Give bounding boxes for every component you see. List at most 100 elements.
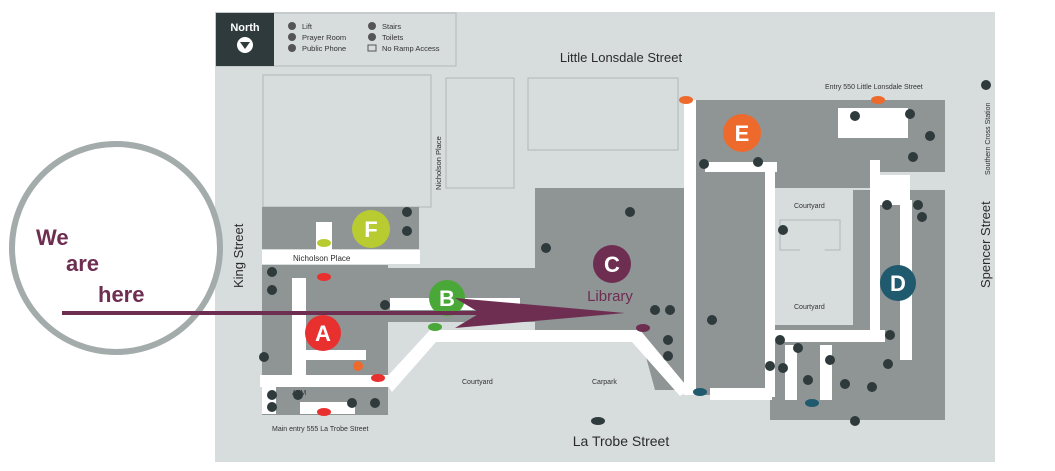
toilets-icon xyxy=(850,111,860,121)
building-badge-label: F xyxy=(364,217,377,242)
stairs-icon xyxy=(380,300,390,310)
entry-top-label: Entry 550 Little Lonsdale Street xyxy=(825,84,923,91)
building-badge-circle xyxy=(429,280,465,316)
phone-icon xyxy=(850,416,860,426)
legend-panel: North Lift Prayer Room Public Phone Stai… xyxy=(215,12,457,67)
entry-marker xyxy=(317,239,331,247)
entry-marker xyxy=(636,324,650,332)
toilets-icon xyxy=(402,207,412,217)
building-badge-label: D xyxy=(890,271,906,296)
legend-item-prayer: Prayer Room xyxy=(288,33,346,42)
entry-marker xyxy=(371,374,385,382)
toilets-icon xyxy=(368,33,376,41)
prayer-room-icon xyxy=(793,343,803,353)
stairs-icon xyxy=(778,225,788,235)
legend-item-stairs: Stairs xyxy=(368,22,401,31)
toilets-icon xyxy=(917,212,927,222)
stairs-icon xyxy=(825,355,835,365)
stairs-icon xyxy=(347,398,357,408)
stairs-icon xyxy=(882,200,892,210)
facility-icons xyxy=(259,109,935,426)
building-badge-a: A xyxy=(305,315,341,351)
lift-icon xyxy=(267,285,277,295)
place-label: Nicholson Place xyxy=(293,254,351,263)
toilets-icon xyxy=(663,335,673,345)
legend-item-lift: Lift xyxy=(288,22,313,31)
building-f-shape xyxy=(262,207,419,249)
lift-icon xyxy=(913,200,923,210)
building-badge-c: C xyxy=(593,245,631,283)
north-label: North xyxy=(230,22,260,34)
building-badge-circle xyxy=(305,315,341,351)
stairs-icon xyxy=(885,330,895,340)
street-right: Spencer Street xyxy=(978,201,993,288)
phone-icon xyxy=(288,44,296,52)
lane-label: Nicholson Place xyxy=(434,136,443,190)
courtyard-notch xyxy=(800,228,830,290)
svg-text:Prayer Room: Prayer Room xyxy=(302,33,346,42)
stairs-icon xyxy=(840,379,850,389)
stairs-icon xyxy=(402,226,412,236)
stairs-icon xyxy=(925,131,935,141)
courtyard-label-2: Courtyard xyxy=(794,304,825,311)
building-badge-e: E xyxy=(723,114,761,152)
entry-marker xyxy=(679,96,693,104)
toilets-icon xyxy=(370,398,380,408)
street-top: Little Lonsdale Street xyxy=(560,50,683,65)
building-badge-f: F xyxy=(352,210,390,248)
legend-item-phone: Public Phone xyxy=(288,44,346,53)
callout-line-1: We xyxy=(36,225,69,250)
street-left: King Street xyxy=(231,223,246,288)
stairs-icon xyxy=(625,207,635,217)
lift-icon xyxy=(288,22,296,30)
entry-marker xyxy=(428,323,442,331)
phone-icon xyxy=(259,352,269,362)
building-badge-d: D xyxy=(880,265,916,301)
entry-marker xyxy=(591,417,605,425)
toilets-icon xyxy=(267,267,277,277)
callout-line-3: here xyxy=(98,282,144,307)
entry-markers xyxy=(317,96,885,425)
courtyard-label-1: Courtyard xyxy=(794,203,825,210)
entry-marker xyxy=(805,399,819,407)
lift-icon xyxy=(267,402,277,412)
stairs-icon xyxy=(905,109,915,119)
entry-marker xyxy=(317,273,331,281)
toilets-icon xyxy=(908,152,918,162)
main-entry-label: Main entry 555 La Trobe Street xyxy=(272,426,369,433)
stairs-icon xyxy=(699,159,709,169)
callout-ring xyxy=(9,141,223,355)
building-badge-label: A xyxy=(315,321,331,346)
building-badge-circle xyxy=(593,245,631,283)
info-icon xyxy=(353,361,363,371)
stairs-icon xyxy=(707,315,717,325)
building-badge-circle xyxy=(880,265,916,301)
stairs-icon xyxy=(541,243,551,253)
stairs-icon xyxy=(267,390,277,400)
building-badge-label: B xyxy=(439,286,455,311)
toilets-icon xyxy=(775,335,785,345)
legend-item-noramp: No Ramp Access xyxy=(367,44,440,53)
stairs-icon xyxy=(883,359,893,369)
lift-icon xyxy=(650,305,660,315)
atm-icon xyxy=(293,390,303,400)
stairs-icon xyxy=(368,22,376,30)
building-badges: A B C D E F xyxy=(305,114,916,351)
building-badge-b: B xyxy=(429,280,465,316)
building-badge-circle xyxy=(352,210,390,248)
building-badge-label: E xyxy=(735,121,750,146)
building-badge-label: C xyxy=(604,252,620,277)
svg-text:Lift: Lift xyxy=(302,22,313,31)
svg-text:Stairs: Stairs xyxy=(382,22,401,31)
svg-text:No Ramp Access: No Ramp Access xyxy=(382,44,440,53)
no-ramp-icon xyxy=(367,44,377,52)
lift-icon xyxy=(803,375,813,385)
svg-text:Toilets: Toilets xyxy=(382,33,404,42)
stairs-icon xyxy=(753,157,763,167)
station-arrow-icon xyxy=(981,80,991,90)
prayer-room-icon xyxy=(288,33,296,41)
entry-marker xyxy=(871,96,885,104)
stairs-icon xyxy=(665,305,675,315)
callout-line-2: are xyxy=(66,251,99,276)
